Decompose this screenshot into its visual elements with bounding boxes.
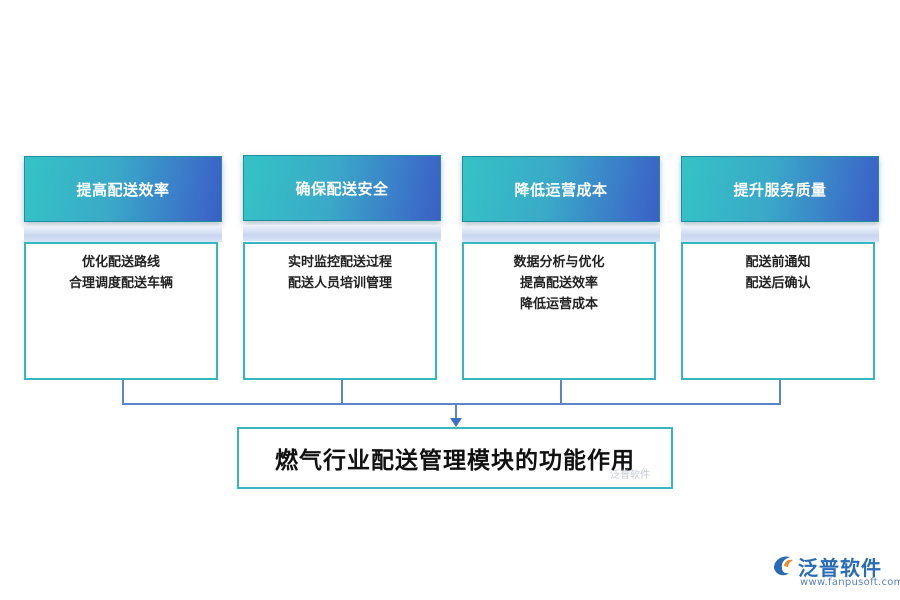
column-3-body: 数据分析与优化 提高配送效率 降低运营成本 [462,242,656,380]
column-3-header: 降低运营成本 [462,156,660,222]
column-3-item-3: 降低运营成本 [519,297,598,312]
column-1-body: 优化配送路线 合理调度配送车辆 [24,242,218,380]
connector-col-4 [456,380,781,405]
watermark: 泛普软件 [610,470,650,481]
column-2-strip [243,225,441,241]
connector-col-1 [122,380,456,405]
column-4-item-2: 配送后确认 [745,276,811,291]
column-4-strip [681,226,879,242]
column-2-body: 实时监控配送过程 配送人员培训管理 [243,242,437,380]
column-3-item-2: 提高配送效率 [519,276,598,291]
result-title: 燃气行业配送管理模块的功能作用 [275,448,635,474]
column-1-item-2: 合理调度配送车辆 [68,276,173,291]
column-4-body: 配送前通知 配送后确认 [681,242,875,380]
column-2-item-2: 配送人员培训管理 [287,276,392,291]
column-2-header: 确保配送安全 [243,155,441,221]
column-1-strip [24,226,222,242]
arrow-head-icon [450,418,462,427]
logo-mark-icon [774,556,793,576]
column-4-header: 提升服务质量 [681,156,879,222]
column-3-strip [462,226,660,242]
column-3-item-1: 数据分析与优化 [513,255,605,270]
column-1-header: 提高配送效率 [24,156,222,222]
logo-url: www.fanpusoft.com [800,577,900,588]
column-1-item-1: 优化配送路线 [81,255,160,270]
logo-name: 泛普软件 [798,556,882,580]
connector-group [122,380,781,420]
result-box: 燃气行业配送管理模块的功能作用 [237,427,673,489]
column-4-item-1: 配送前通知 [745,255,811,270]
brand-logo: 泛普软件 www.fanpusoft.com [770,550,900,595]
column-2-item-1: 实时监控配送过程 [287,255,392,270]
